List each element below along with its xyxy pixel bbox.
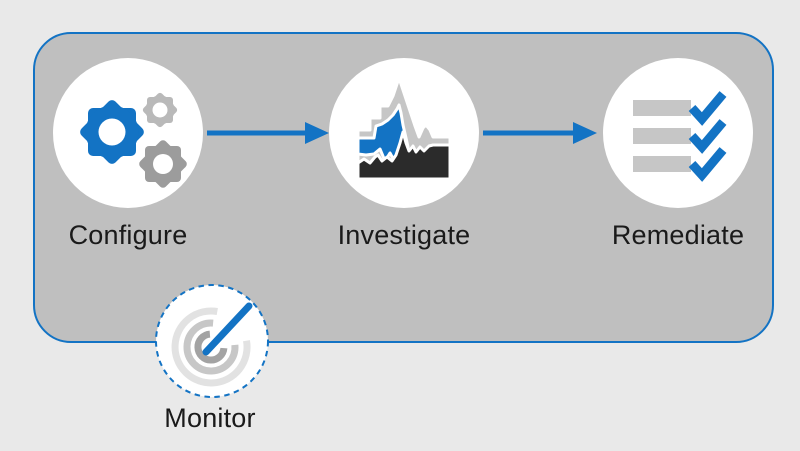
arrow-investigate-to-remediate	[483, 122, 597, 144]
checklist-icon	[633, 91, 727, 182]
investigate-circle	[329, 58, 479, 208]
remediate-circle	[603, 58, 753, 208]
configure-circle	[53, 58, 203, 208]
configure-label: Configure	[68, 220, 188, 250]
area-chart-icon	[356, 76, 452, 181]
arrow-configure-to-investigate	[207, 122, 329, 144]
gears-icon	[80, 92, 187, 188]
monitor-circle	[155, 284, 269, 398]
radar-gauge-icon	[171, 302, 253, 387]
remediate-label: Remediate	[611, 220, 745, 250]
investigate-label: Investigate	[337, 220, 471, 250]
monitor-label: Monitor	[164, 403, 256, 433]
